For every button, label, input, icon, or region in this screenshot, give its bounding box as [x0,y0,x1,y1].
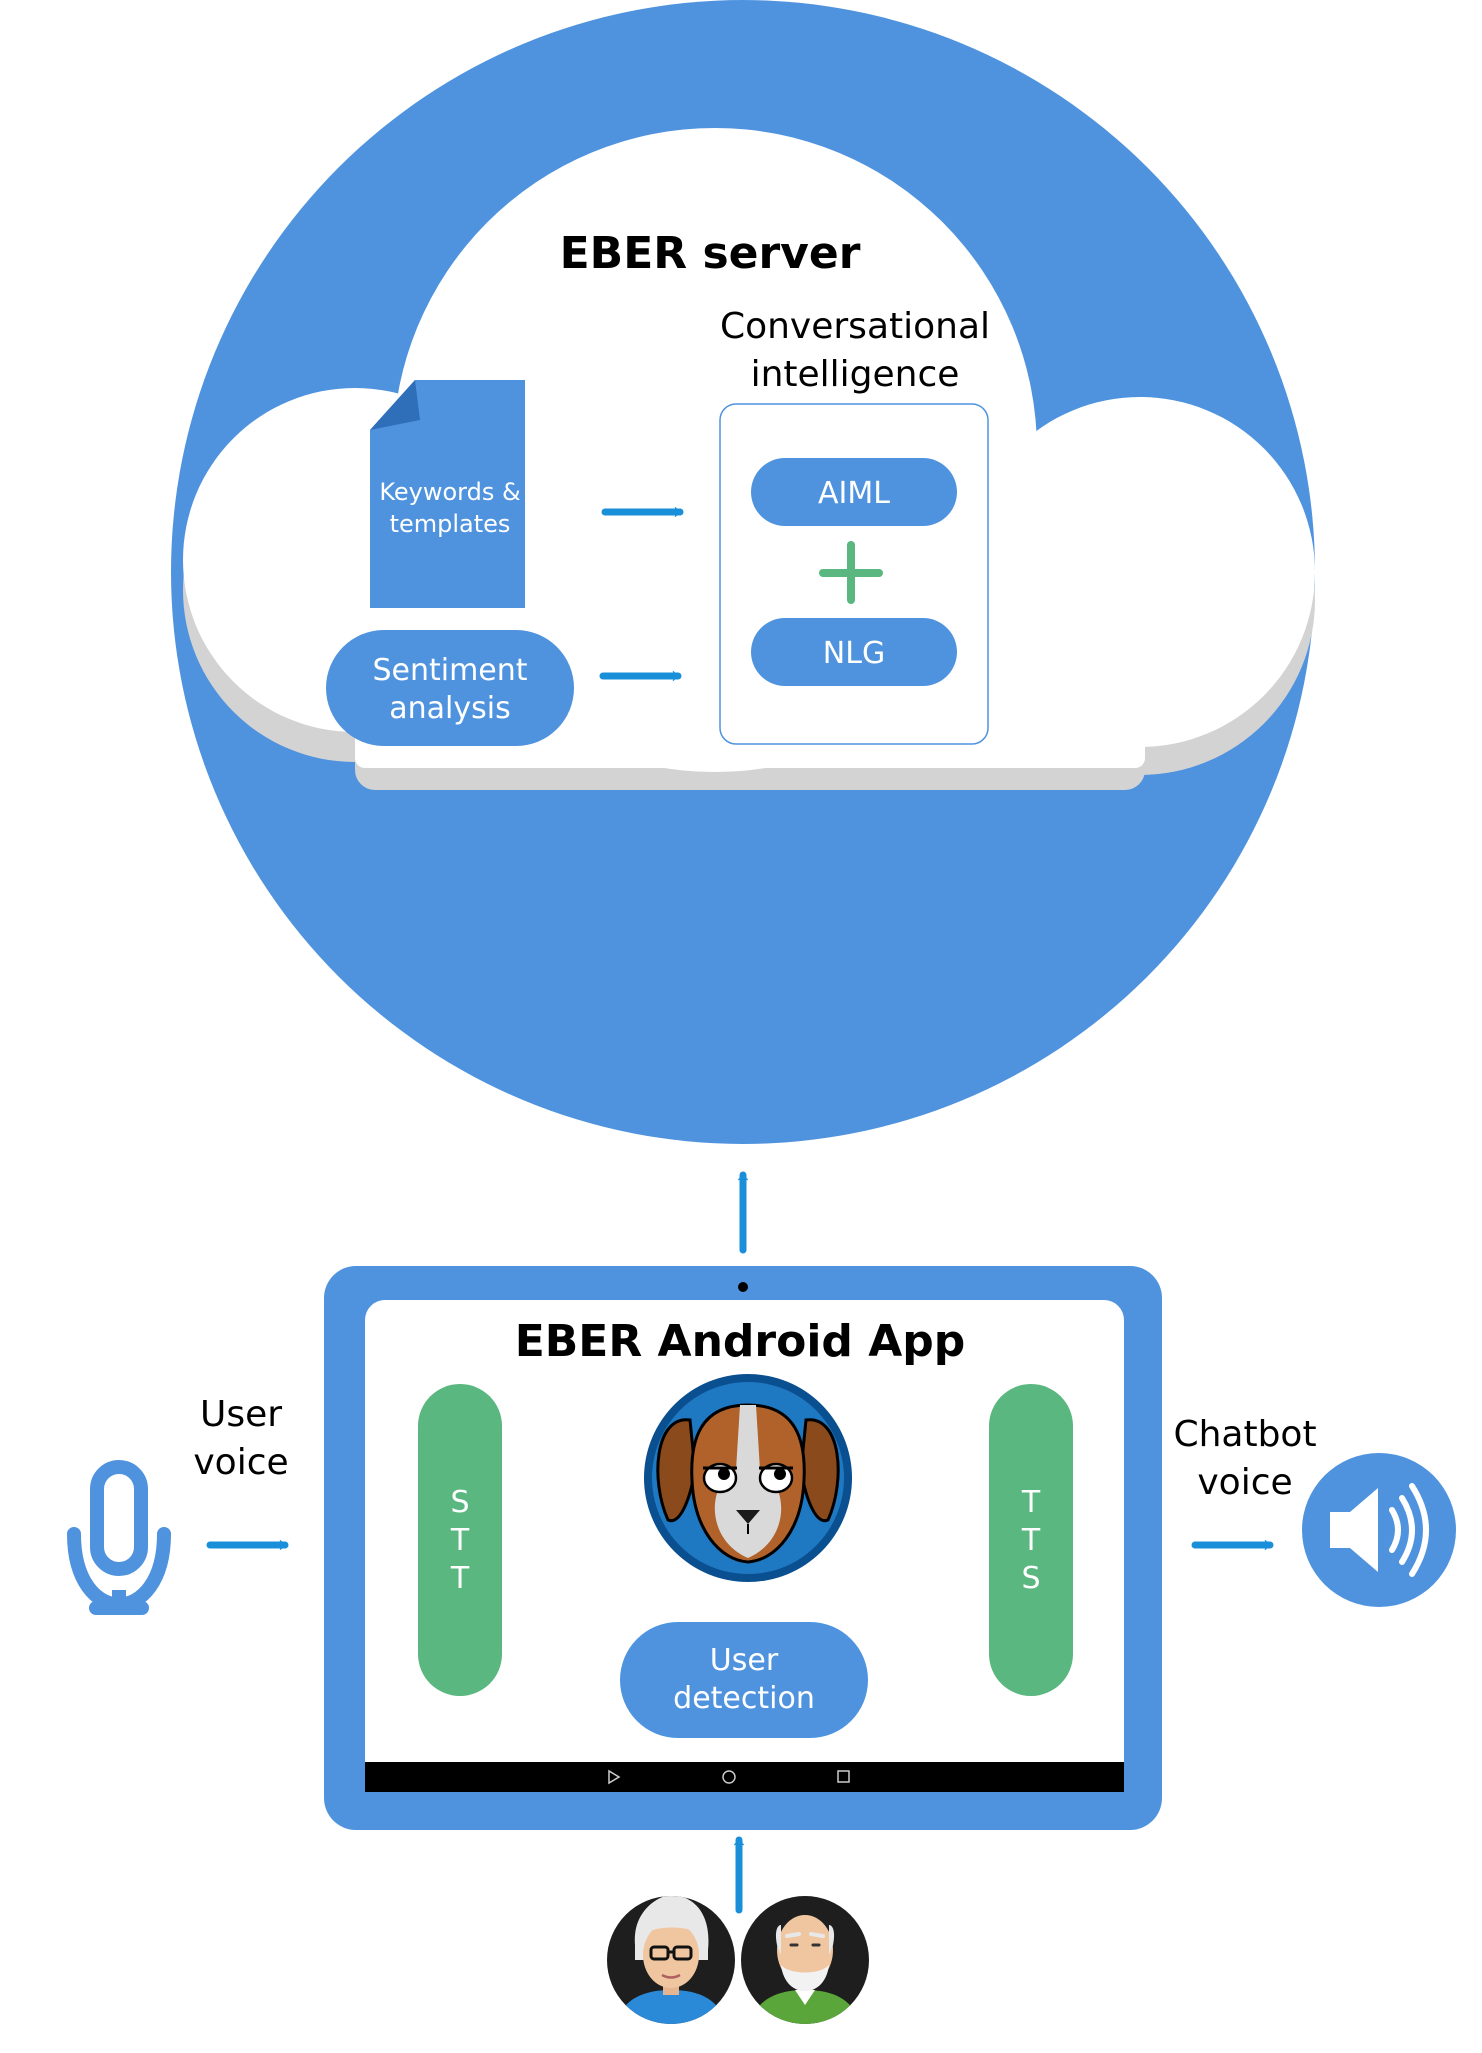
stt-pill [418,1384,502,1696]
microphone-icon [67,1460,171,1615]
user-detection-line2: detection [673,1681,815,1716]
document-icon [370,380,525,608]
conversational-intelligence-label-line1: Conversational [720,306,990,347]
tablet-camera [738,1282,748,1292]
stt-letter-2: T [450,1523,470,1558]
nav-back-icon [608,1769,621,1785]
tts-pill [989,1384,1073,1696]
user-detection-pill [620,1622,868,1738]
sentiment-analysis-line1: Sentiment [372,653,527,688]
keywords-templates-line1: Keywords & [379,478,520,506]
app-title: EBER Android App [515,1316,966,1367]
nlg-pill [751,618,957,686]
tts-letter-3: S [1021,1561,1040,1596]
chatbot-voice-line2: voice [1197,1462,1292,1503]
user-voice-line2: voice [193,1442,288,1483]
stt-letter-3: T [450,1561,470,1596]
sentiment-analysis-pill [326,630,574,746]
chatbot-voice-line1: Chatbot [1173,1414,1316,1455]
user-voice-line1: User [200,1394,282,1435]
server-title: EBER server [560,228,861,279]
microphone-stand [112,1590,126,1610]
nav-home-icon [722,1770,736,1784]
stt-letter-1: S [450,1485,469,1520]
tts-letter-2: T [1021,1523,1041,1558]
aiml-label: AIML [818,476,890,511]
keywords-templates-line2: templates [390,510,511,538]
user-detection-line1: User [710,1643,779,1678]
sentiment-analysis-line2: analysis [389,691,510,726]
dog-avatar-icon [644,1374,852,1582]
aiml-pill [751,458,957,526]
android-nav-bar [365,1762,1124,1792]
elderly-woman-avatar [607,1896,735,2024]
nlg-label: NLG [823,636,885,671]
plus-icon [819,541,883,604]
tts-letter-1: T [1021,1485,1041,1520]
speaker-icon [1302,1453,1456,1607]
elderly-man-avatar [741,1896,869,2024]
conversational-intelligence-label-line2: intelligence [751,354,960,395]
nav-recents-icon [837,1770,850,1783]
